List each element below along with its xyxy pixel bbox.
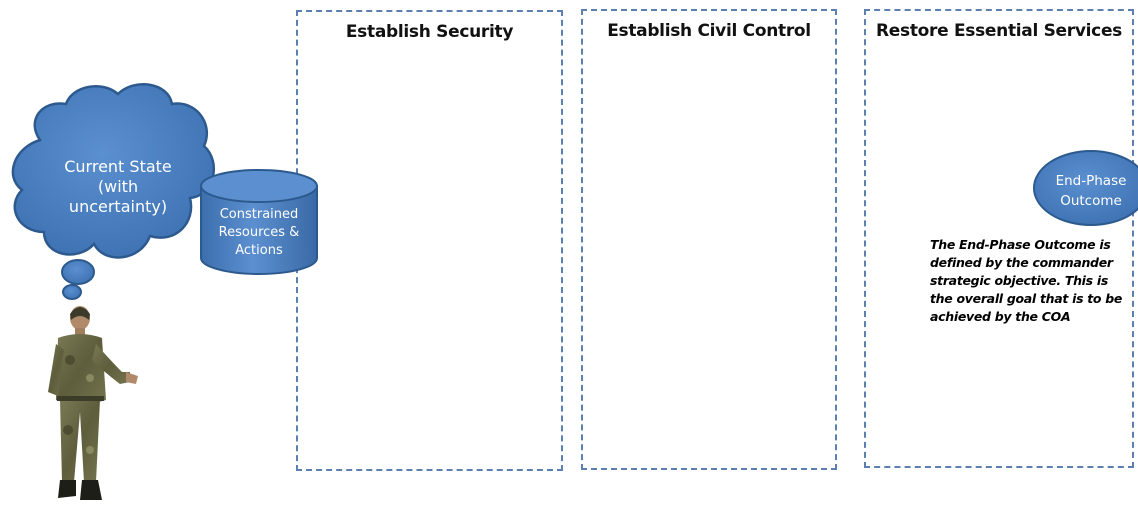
phase-title: Restore Essential Services bbox=[875, 21, 1123, 41]
resources-line: Constrained bbox=[219, 207, 299, 222]
end-phase-outcome-node bbox=[1033, 150, 1138, 226]
current-state-line: uncertainty) bbox=[68, 197, 168, 216]
soldier-figure bbox=[48, 306, 138, 500]
resources-line: Actions bbox=[235, 243, 283, 259]
current-state-line: (with bbox=[97, 177, 139, 196]
phase-establish-security: Establish Security bbox=[296, 10, 563, 471]
resources-label: Constrained Resources & Actions bbox=[204, 206, 314, 261]
thought-cloud bbox=[11, 83, 216, 300]
resources-line: Resources & bbox=[218, 225, 300, 241]
phase-title: Establish Civil Control bbox=[607, 21, 811, 41]
phase-title: Establish Security bbox=[345, 22, 514, 42]
phase-establish-civil-control: Establish Civil Control bbox=[581, 9, 837, 470]
resources-cylinder bbox=[200, 169, 318, 275]
end-phase-label: End-Phase Outcome bbox=[1044, 171, 1138, 212]
end-phase-line: Outcome bbox=[1060, 193, 1122, 210]
current-state-line: Current State bbox=[64, 157, 172, 176]
end-phase-note: The End-Phase Outcome is defined by the … bbox=[930, 237, 1123, 324]
end-phase-line: End-Phase bbox=[1055, 173, 1127, 189]
phase-restore-essential-services: Restore Essential Services bbox=[864, 9, 1134, 468]
current-state-label: Current State (with uncertainty) bbox=[38, 157, 198, 217]
